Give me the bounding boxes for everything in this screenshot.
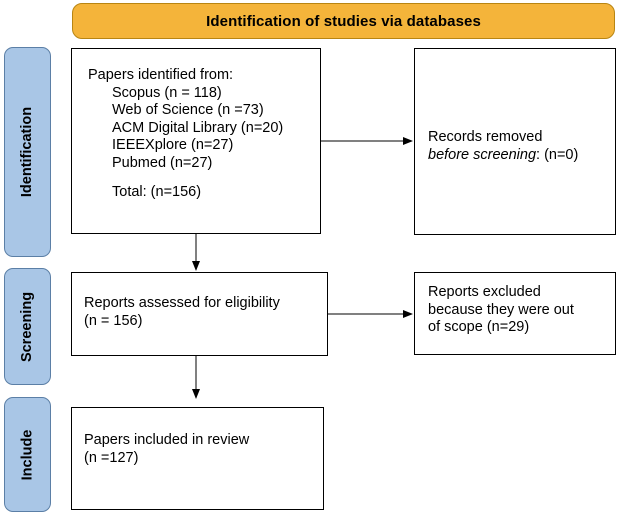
removed-line-2: before screening: (n=0) (428, 147, 615, 165)
assessed-line-2: (n = 156) (84, 312, 143, 329)
box-reports-excluded: Reports excluded because they were out o… (414, 272, 616, 355)
header-banner: Identification of studies via databases (72, 3, 615, 39)
source-scopus: Scopus (n = 118) (112, 84, 222, 101)
source-pubmed: Pubmed (n=27) (112, 154, 213, 171)
identified-source-list: Scopus (n = 118) Web of Science (n =73) … (88, 85, 320, 173)
excluded-line-1: Reports excluded (428, 284, 541, 300)
header-title: Identification of studies via databases (206, 12, 481, 30)
phase-label-screening: Screening (4, 268, 51, 385)
excluded-line-3: of scope (n=29) (428, 319, 530, 335)
removed-line-2-rest: : (n=0) (536, 146, 579, 163)
assessed-line-1: Reports assessed for eligibility (84, 295, 280, 311)
phase-label-include: Include (4, 397, 51, 512)
phase-label-identification: Identification (4, 47, 51, 257)
box-records-removed: Records removed before screening: (n=0) (414, 48, 616, 235)
source-web-of-science: Web of Science (n =73) (112, 102, 264, 118)
source-acm-digital-library: ACM Digital Library (n=20) (112, 119, 284, 136)
identified-heading: Papers identified from: (88, 67, 234, 83)
box-papers-identified: Papers identified from: Scopus (n = 118)… (71, 48, 321, 234)
removed-line-1: Records removed (428, 129, 543, 145)
box-reports-assessed: Reports assessed for eligibility (n = 15… (71, 272, 328, 356)
identified-total: Total: (n=156) (112, 184, 202, 200)
included-line-2: (n =127) (84, 449, 139, 466)
box-papers-included: Papers included in review (n =127) (71, 407, 324, 510)
source-ieeexplore: IEEEXplore (n=27) (112, 137, 234, 153)
included-line-1: Papers included in review (84, 432, 250, 448)
excluded-line-2: because they were out (428, 301, 574, 318)
removed-line-2-italic: before screening (428, 146, 537, 163)
